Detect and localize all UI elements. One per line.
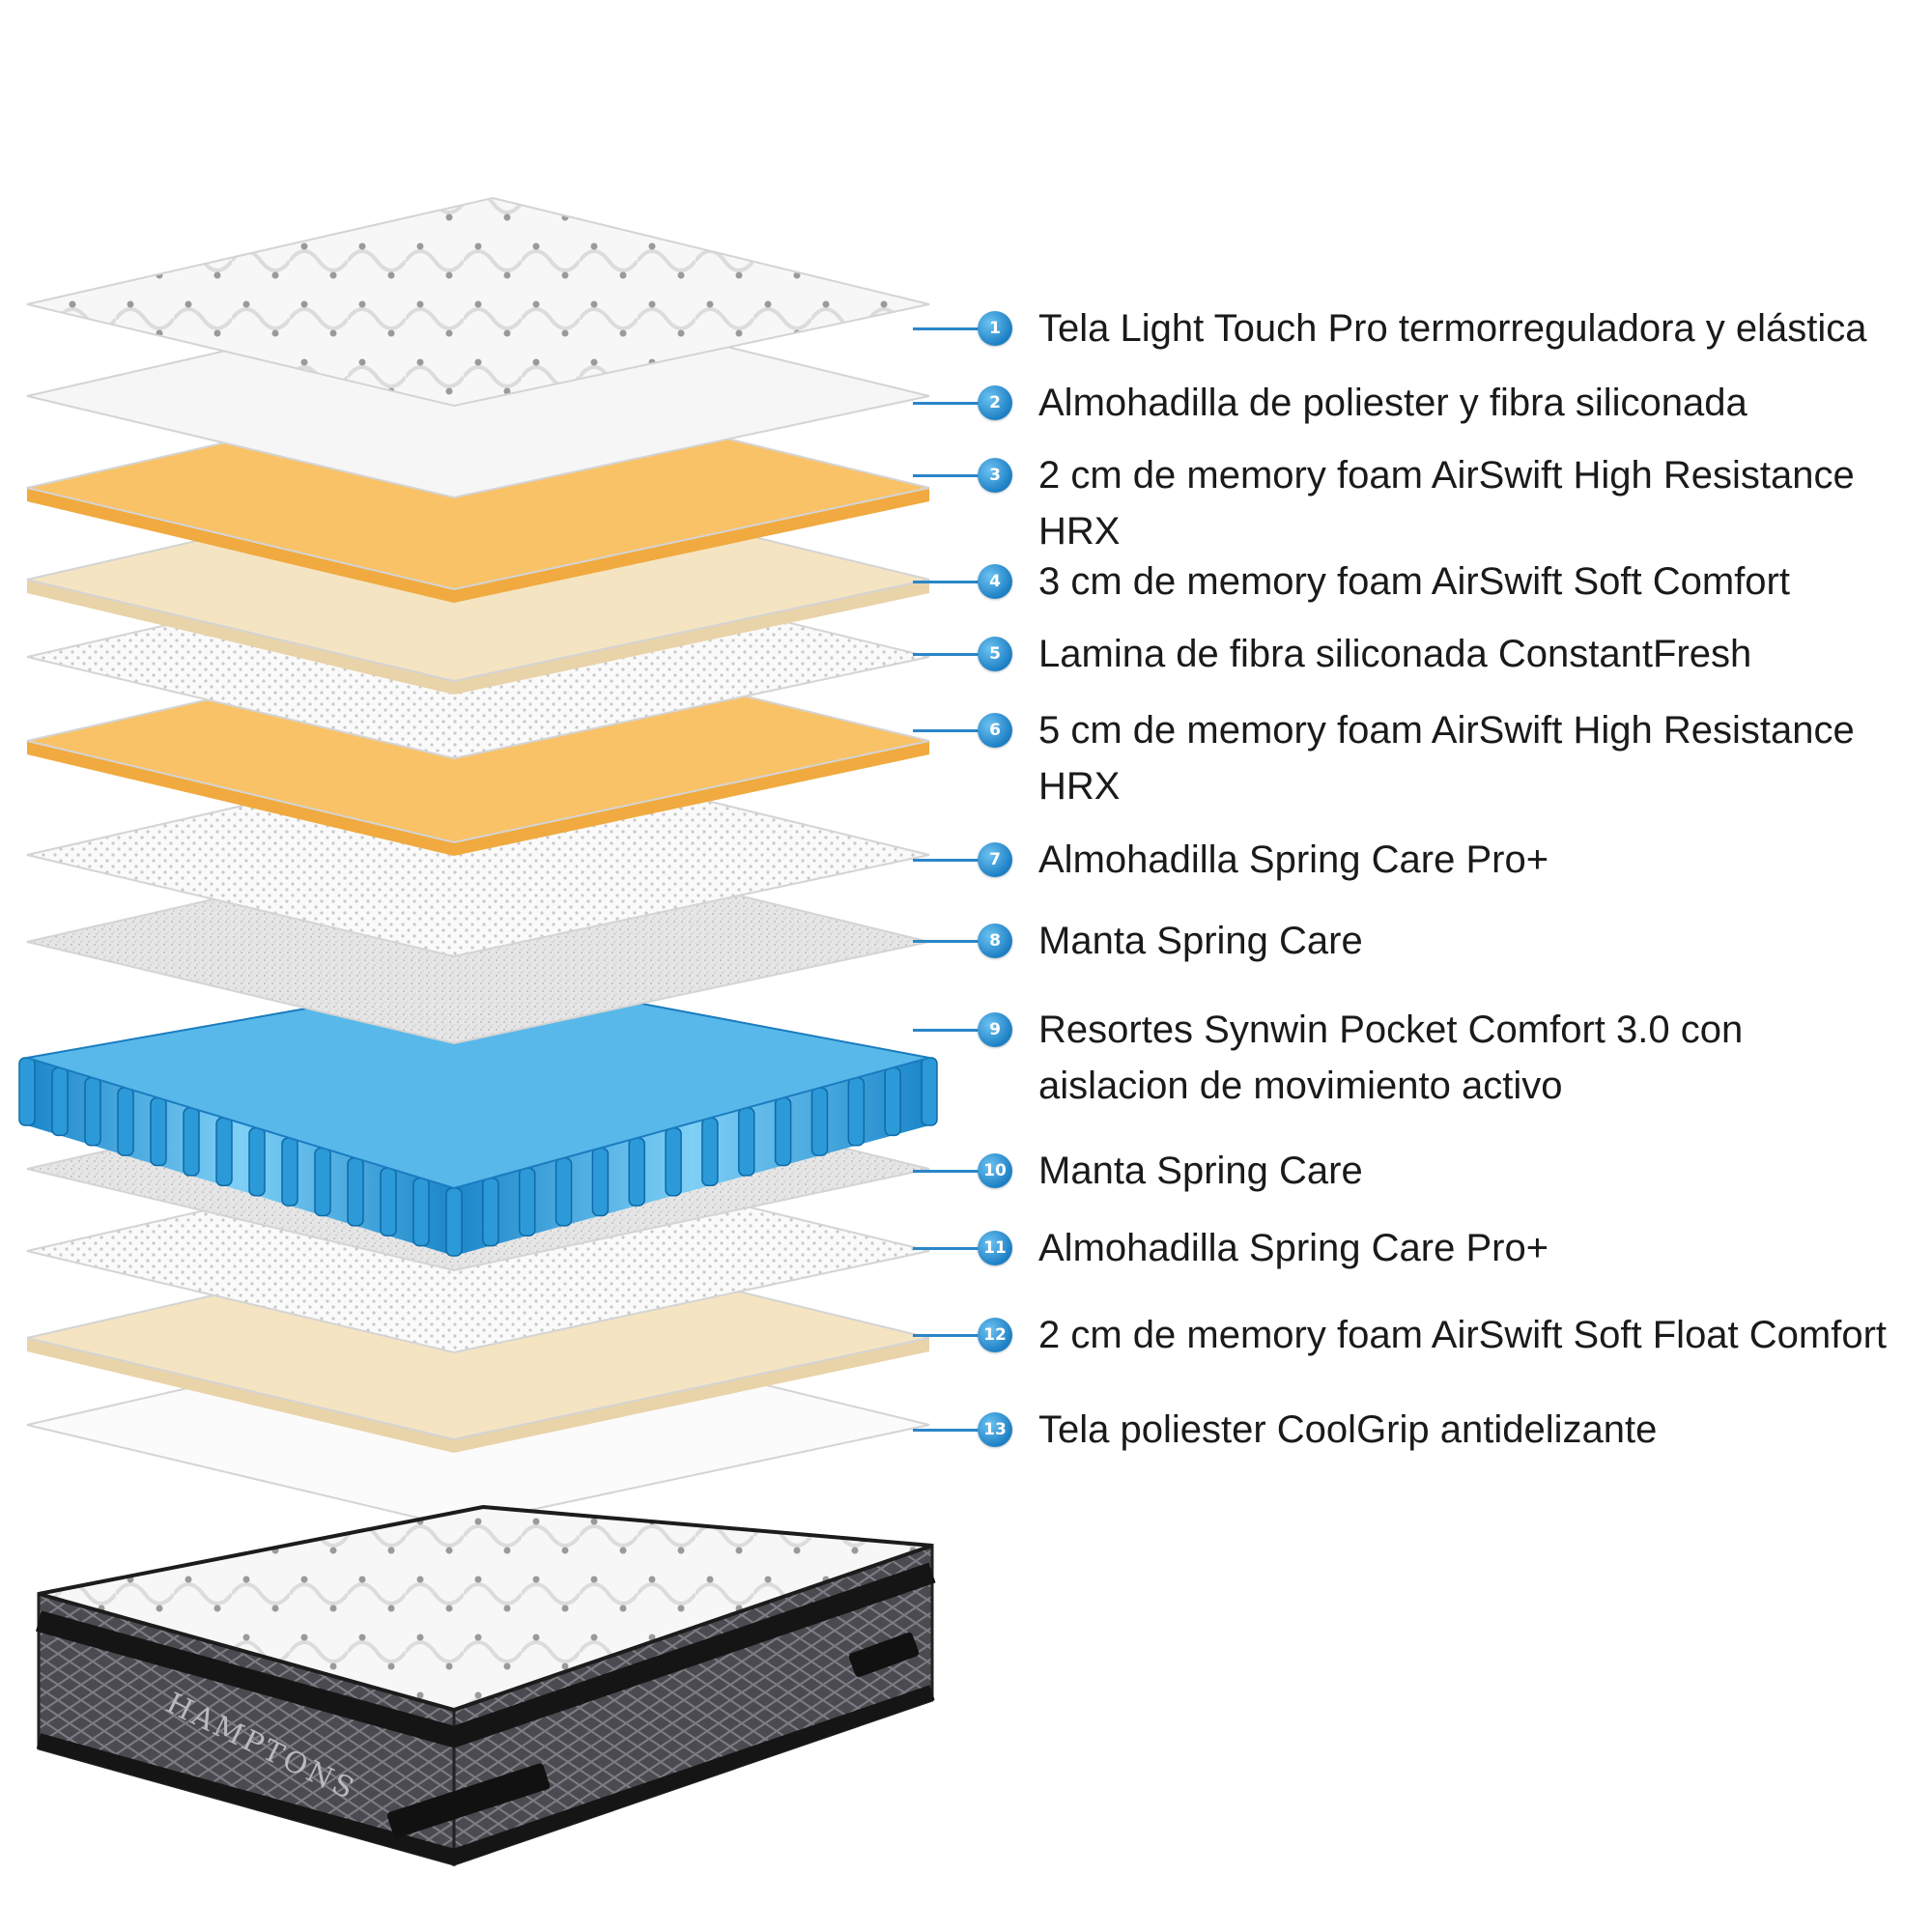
spring-coil xyxy=(811,1088,827,1155)
layer-number-badge: 8 xyxy=(978,923,1012,958)
spring-coil xyxy=(315,1148,330,1215)
spring-coil xyxy=(520,1168,535,1236)
spring-coil xyxy=(52,1067,68,1135)
layers-stack xyxy=(19,198,937,1526)
layer-label: 2 cm de memory foam AirSwift High Resist… xyxy=(1038,447,1927,559)
spring-coil xyxy=(446,1188,462,1256)
layer-label: Manta Spring Care xyxy=(1038,1143,1927,1199)
assembled-mattress: HAMPTONS xyxy=(39,1507,932,1864)
spring-coil xyxy=(739,1108,754,1176)
layer-label: Almohadilla de poliester y fibra silicon… xyxy=(1038,375,1927,431)
spring-coil xyxy=(556,1158,572,1226)
mattress-illustration: HAMPTONS xyxy=(0,0,966,1932)
spring-coil xyxy=(282,1138,298,1206)
layer-label: 5 cm de memory foam AirSwift High Resist… xyxy=(1038,702,1927,814)
layer-number-badge: 9 xyxy=(978,1012,1012,1047)
spring-coil xyxy=(629,1138,644,1206)
layer-number-badge: 6 xyxy=(978,713,1012,748)
layer-number-badge: 2 xyxy=(978,385,1012,420)
layer-number-badge: 11 xyxy=(978,1231,1012,1265)
layer-number-badge: 3 xyxy=(978,458,1012,493)
layer-label: Almohadilla Spring Care Pro+ xyxy=(1038,1220,1927,1276)
spring-coil xyxy=(118,1088,133,1155)
layer-number-badge: 10 xyxy=(978,1153,1012,1188)
layer-number-badge: 1 xyxy=(978,311,1012,346)
layer-number-badge: 12 xyxy=(978,1318,1012,1352)
layer-label: Almohadilla Spring Care Pro+ xyxy=(1038,832,1927,888)
layer-label: 2 cm de memory foam AirSwift Soft Float … xyxy=(1038,1307,1927,1363)
spring-coil xyxy=(348,1158,363,1226)
spring-coil xyxy=(184,1108,199,1176)
layer-label: Manta Spring Care xyxy=(1038,913,1927,969)
spring-coil xyxy=(483,1179,498,1246)
spring-coil xyxy=(776,1098,791,1166)
spring-coil xyxy=(216,1118,232,1185)
spring-coil xyxy=(848,1078,864,1146)
layer-label: Tela Light Touch Pro termorreguladora y … xyxy=(1038,300,1927,356)
spring-coil xyxy=(19,1058,35,1125)
spring-coil xyxy=(592,1148,608,1215)
layer-label: Tela poliester CoolGrip antidelizante xyxy=(1038,1402,1927,1458)
spring-coil xyxy=(885,1067,900,1135)
layer-label: 3 cm de memory foam AirSwift Soft Comfor… xyxy=(1038,554,1927,610)
spring-coil xyxy=(413,1179,429,1246)
layer-number-badge: 5 xyxy=(978,637,1012,671)
layer-number-badge: 7 xyxy=(978,842,1012,877)
layer-number-badge: 13 xyxy=(978,1412,1012,1447)
layer-number-badge: 4 xyxy=(978,564,1012,599)
spring-coil xyxy=(85,1078,100,1146)
spring-coil xyxy=(381,1168,396,1236)
spring-coil xyxy=(666,1128,681,1196)
spring-coil xyxy=(922,1058,937,1125)
spring-coil xyxy=(249,1128,265,1196)
layer-label: Lamina de fibra siliconada ConstantFresh xyxy=(1038,626,1927,682)
layer-label: Resortes Synwin Pocket Comfort 3.0 con a… xyxy=(1038,1002,1927,1114)
spring-coil xyxy=(702,1118,718,1185)
spring-coil xyxy=(151,1098,166,1166)
